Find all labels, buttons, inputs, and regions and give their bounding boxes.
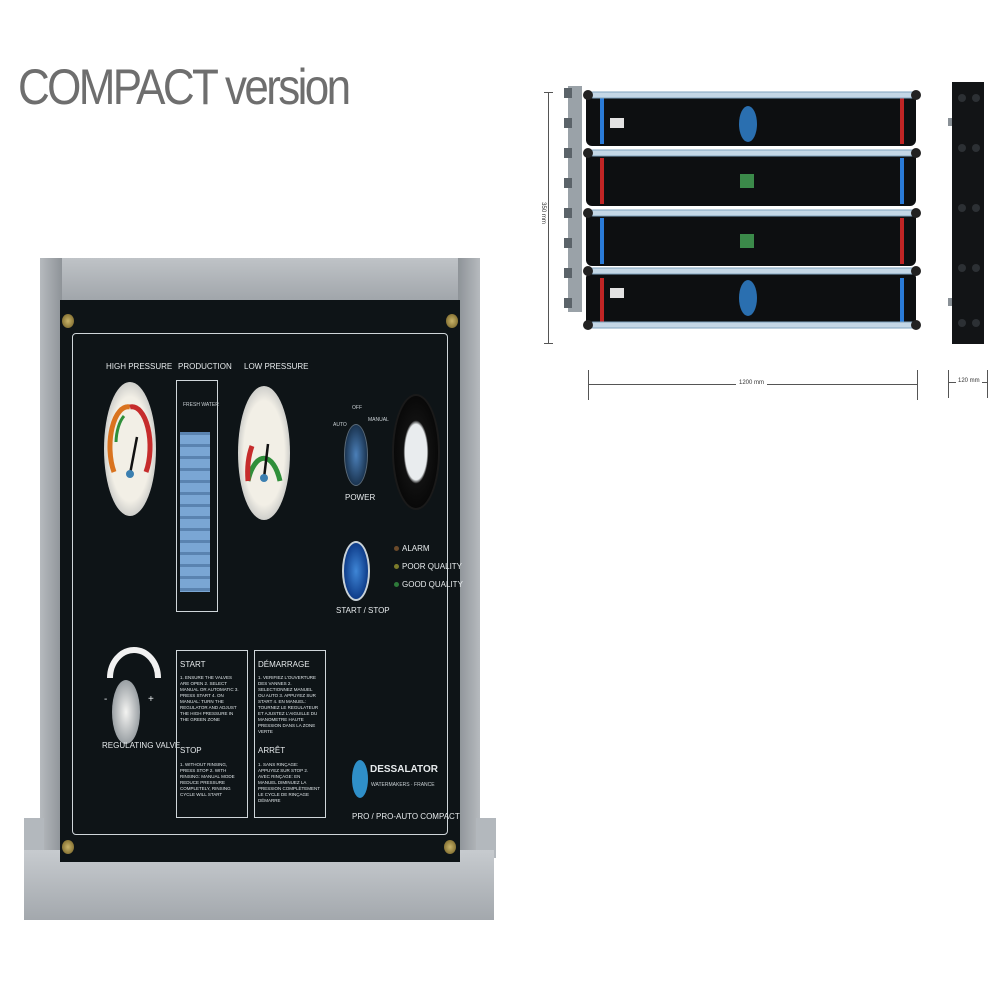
screw-icon: [446, 314, 458, 328]
height-dimension-label: 350 mm: [539, 200, 546, 226]
depth-dimension-label: 120 mm: [956, 378, 982, 384]
brand-name: DESSALATOR: [370, 764, 438, 775]
length-dimension-tick: [588, 370, 589, 400]
screw-icon: [62, 314, 74, 328]
gauge-scale-icon: [107, 404, 153, 478]
screw-icon: [62, 840, 74, 854]
depth-dimension-tick: [987, 370, 988, 398]
power-label: POWER: [345, 493, 376, 502]
stop-instructions: 1. WITHOUT RINSING, PRESS STOP 2. WITH R…: [180, 762, 235, 797]
length-dimension-tick: [917, 370, 918, 400]
power-selector-knob[interactable]: [344, 424, 368, 486]
good-quality-label: GOOD QUALITY: [402, 580, 463, 589]
arret-instructions: 1. SANS RINÇAGE: APPUYEZ SUR STOP 2. AVE…: [258, 762, 320, 803]
gauge-scale-icon: [245, 443, 283, 482]
flowmeter-tube: [180, 432, 210, 592]
frame-left: [40, 258, 62, 858]
membrane-side-view: [948, 82, 984, 344]
low-pressure-gauge: [238, 386, 290, 520]
brand-subtitle: WATERMAKERS · FRANCE: [371, 782, 435, 788]
production-label: PRODUCTION: [178, 362, 232, 371]
length-dimension-label: 1200 mm: [736, 380, 768, 386]
arret-title: ARRÊT: [258, 746, 286, 755]
demarrage-instructions: 1. VERIFIEZ L'OUVERTURE DES VANNES 2. SE…: [258, 675, 319, 734]
height-dimension-tick: [544, 92, 553, 93]
fresh-water-label: FRESH WATER: [183, 402, 219, 408]
regulating-valve-label: REGULATING VALVE: [102, 741, 181, 750]
good-quality-led-icon: [394, 582, 399, 587]
valve-arc-icon: [107, 647, 161, 679]
auto-label: AUTO: [333, 422, 347, 428]
high-pressure-gauge: [104, 382, 156, 516]
height-dimension-line: [548, 92, 549, 344]
english-instructions-box: [176, 650, 248, 818]
panel-inner-border: [72, 333, 448, 835]
alarm-led-icon: [394, 546, 399, 551]
membrane-rack-drawing: [564, 86, 921, 330]
dessalator-logo-icon: [352, 760, 368, 798]
page-title: COMPACT version: [18, 59, 351, 115]
start-stop-button[interactable]: [342, 541, 370, 601]
start-title: START: [180, 660, 206, 669]
start-instructions: 1. ENSURE THE VALVES ARE OPEN 2. SELECT …: [180, 675, 239, 722]
frame-top: [40, 258, 480, 304]
stop-title: STOP: [180, 746, 202, 755]
demarrage-title: DÉMARRAGE: [258, 660, 310, 669]
model-name: PRO / PRO-AUTO COMPACT: [352, 812, 460, 821]
height-dimension-tick: [544, 343, 553, 344]
frame-lip-right: [476, 818, 496, 858]
high-pressure-label: HIGH PRESSURE: [106, 362, 173, 371]
low-pressure-label: LOW PRESSURE: [244, 362, 309, 371]
depth-dimension-tick: [948, 370, 949, 398]
valve-plus-label: +: [148, 694, 154, 705]
frame-right: [458, 258, 480, 858]
regulating-valve-knob[interactable]: [112, 680, 140, 744]
french-instructions-box: [254, 650, 326, 818]
screw-icon: [444, 840, 456, 854]
frame-lip-left: [24, 818, 44, 858]
poor-quality-led-icon: [394, 564, 399, 569]
start-stop-label: START / STOP: [336, 606, 390, 615]
manual-label: MANUAL: [368, 417, 389, 423]
poor-quality-label: POOR QUALITY: [402, 562, 463, 571]
valve-minus-label: -: [104, 694, 108, 705]
hour-meter: [392, 394, 440, 510]
off-label: OFF: [352, 405, 362, 411]
alarm-label: ALARM: [402, 544, 430, 553]
production-flowmeter: [176, 380, 218, 612]
